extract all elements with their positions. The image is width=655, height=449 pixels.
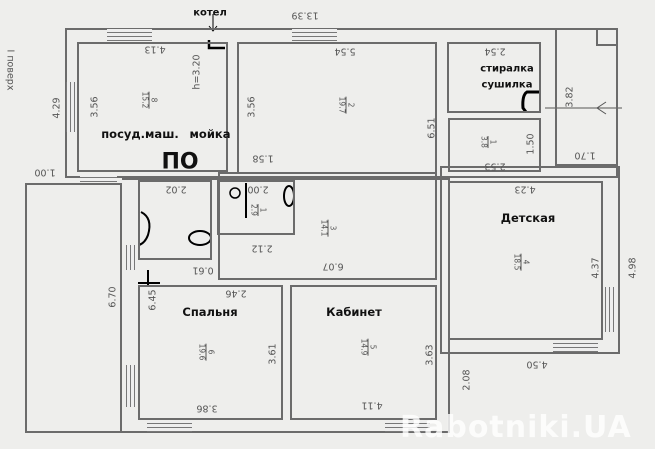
terrace: [25, 183, 122, 433]
room-area: 14.1: [319, 219, 329, 237]
boiler-arrow-icon: [208, 14, 218, 32]
dim-small-depth: 1.50: [525, 133, 537, 155]
dim-niche: 0.61: [192, 264, 214, 276]
room-small: [448, 118, 541, 172]
dim-mid-height: 6.51: [426, 117, 438, 139]
dim-bedroom-width: 3.86: [196, 402, 218, 414]
dim-entry-width: 1.70: [574, 149, 596, 161]
floor-label: I поверх: [4, 49, 16, 91]
dim-small-width: 2.53: [484, 160, 506, 172]
room-number: 1: [488, 139, 498, 145]
boiler-label: котел: [193, 7, 227, 19]
bedroom-label: Спальня: [182, 305, 238, 319]
door-swing-mark: [138, 211, 151, 246]
nursery-outer-wall: [440, 166, 620, 354]
dim-study-width: 4.11: [361, 399, 383, 411]
room-number: 3: [328, 225, 338, 231]
room-bath: [217, 180, 295, 235]
dim-bath-width: 2.00: [247, 183, 269, 195]
outer-wall-bottom: [122, 178, 450, 433]
dim-living-width: 5.54: [334, 45, 356, 57]
room-number: 4: [521, 259, 531, 265]
dim-right-total: 4.98: [627, 257, 639, 279]
window: [292, 29, 337, 41]
window: [553, 342, 598, 352]
dim-bedroom-door: 2.46: [225, 287, 247, 299]
entry-column: [596, 28, 618, 46]
room-area: 15.2: [140, 91, 150, 109]
dim-entry-depth: 3.82: [564, 86, 576, 108]
room-hall: [218, 172, 437, 280]
window: [605, 287, 617, 332]
room-area: 3.8: [479, 136, 489, 148]
dishwasher-label: посуд.маш.: [101, 127, 179, 141]
room-number: 5: [368, 344, 378, 350]
ceiling-height: h=3.20: [191, 54, 203, 90]
dim-nursery-bottom: 4.50: [526, 358, 548, 370]
dishwasher-mark: ПО: [161, 149, 199, 175]
room-area: 19.6: [197, 343, 207, 361]
dim-living-depth: 3.56: [246, 96, 258, 118]
dim-hall-width: 6.07: [322, 260, 344, 272]
room-area: 18.5: [512, 253, 522, 271]
room-number: 6: [206, 349, 216, 355]
dim-corridor-width: 2.02: [165, 183, 187, 195]
room-number: 2: [346, 102, 356, 108]
dim-kitchen-width: 4.13: [144, 43, 166, 55]
entry-arrow-icon: [596, 101, 607, 115]
dim-bedroom-height: 6.45: [147, 289, 159, 311]
room-area: 2.9: [249, 204, 259, 216]
dim-nursery-width: 4.23: [514, 183, 536, 195]
room-study: [290, 285, 437, 420]
window: [147, 421, 192, 432]
washer-mark: [521, 90, 540, 113]
dim-step: 2.08: [461, 369, 473, 391]
dim-terrace: 6.70: [107, 286, 119, 308]
room-kitchen: [77, 42, 228, 172]
dim-total-width: 13.39: [291, 9, 319, 21]
sink-label: мойка: [189, 127, 231, 141]
window: [126, 365, 136, 407]
dim-kitchen-depth: 3.56: [89, 96, 101, 118]
room-number: 8: [149, 97, 159, 103]
room-living: [237, 42, 437, 173]
dim-porch: 1.00: [34, 166, 56, 178]
window: [107, 29, 152, 41]
study-label: Кабинет: [326, 305, 382, 319]
room-number: 1: [258, 207, 268, 213]
room-area: 19.7: [337, 96, 347, 114]
washer-label: стиралка: [480, 63, 534, 75]
dim-bath-bottom: 2.12: [251, 242, 273, 254]
dim-laundry-width: 2.54: [484, 45, 506, 57]
room-area: 14.9: [359, 338, 369, 356]
dim-left-wing: 4.29: [51, 97, 63, 119]
dim-nursery-depth: 4.37: [590, 257, 602, 279]
dim-bedroom-depth: 3.61: [267, 343, 279, 365]
window: [126, 245, 136, 270]
window: [66, 82, 76, 132]
nursery-label: Детская: [500, 211, 556, 225]
shower-icon: [229, 187, 241, 199]
room-laundry: [447, 42, 541, 113]
room-bedroom: [138, 285, 283, 420]
watermark-logo: Rabotniki.UA: [400, 410, 632, 445]
dryer-label: сушилка: [481, 79, 533, 91]
window: [385, 421, 430, 432]
room-corridor: [138, 180, 212, 260]
window: [80, 174, 117, 182]
dim-living-gap: 1.58: [252, 152, 274, 164]
dim-study-depth: 3.63: [424, 344, 436, 366]
room-entry: [555, 28, 618, 166]
